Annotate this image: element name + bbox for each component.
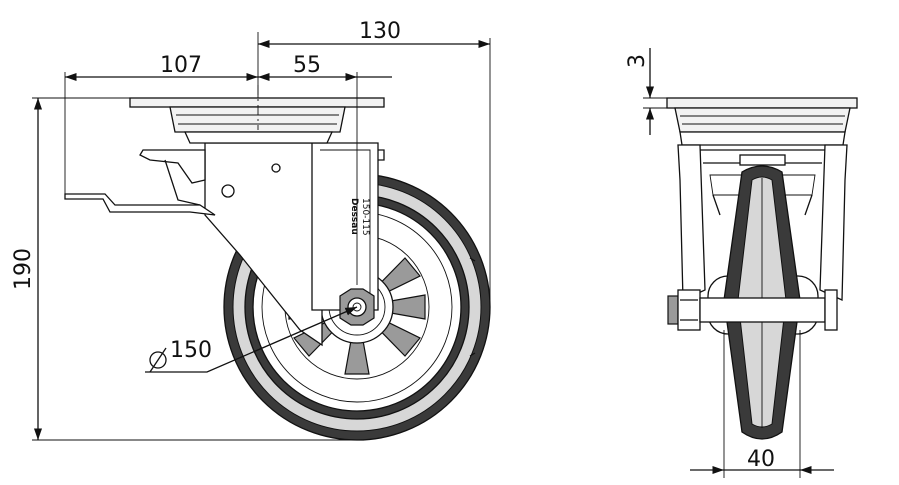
dim-107: 107	[64, 53, 258, 194]
dim-3: 3	[625, 48, 667, 135]
front-fork	[677, 144, 848, 301]
front-top-plate	[666, 97, 858, 146]
dim-190-label: 190	[11, 248, 36, 290]
front-view: 3 40	[625, 48, 858, 478]
dim-190: 190	[11, 97, 357, 441]
top-plate	[129, 97, 385, 144]
wheel-marking: Dessau 150-115	[349, 198, 370, 236]
dim-130: 130	[257, 19, 491, 300]
size-stamp: 150-115	[360, 198, 370, 236]
brake-lever	[64, 149, 216, 216]
front-axle	[667, 289, 838, 331]
dim-55-label: 55	[293, 53, 321, 78]
dim-3-label: 3	[625, 54, 650, 68]
dim-40-label: 40	[747, 447, 775, 472]
brand-stamp: Dessau	[349, 198, 359, 235]
dim-130-label: 130	[359, 19, 401, 44]
dim-107-label: 107	[160, 53, 202, 78]
dim-diameter-150: 150	[145, 306, 358, 373]
side-view: Dessau 150-115 130 107 55 190	[11, 19, 491, 441]
dim-150-label: 150	[170, 338, 212, 363]
dim-40: 40	[690, 330, 834, 478]
fork-bracket	[204, 142, 385, 347]
dim-55: 55	[258, 53, 392, 285]
